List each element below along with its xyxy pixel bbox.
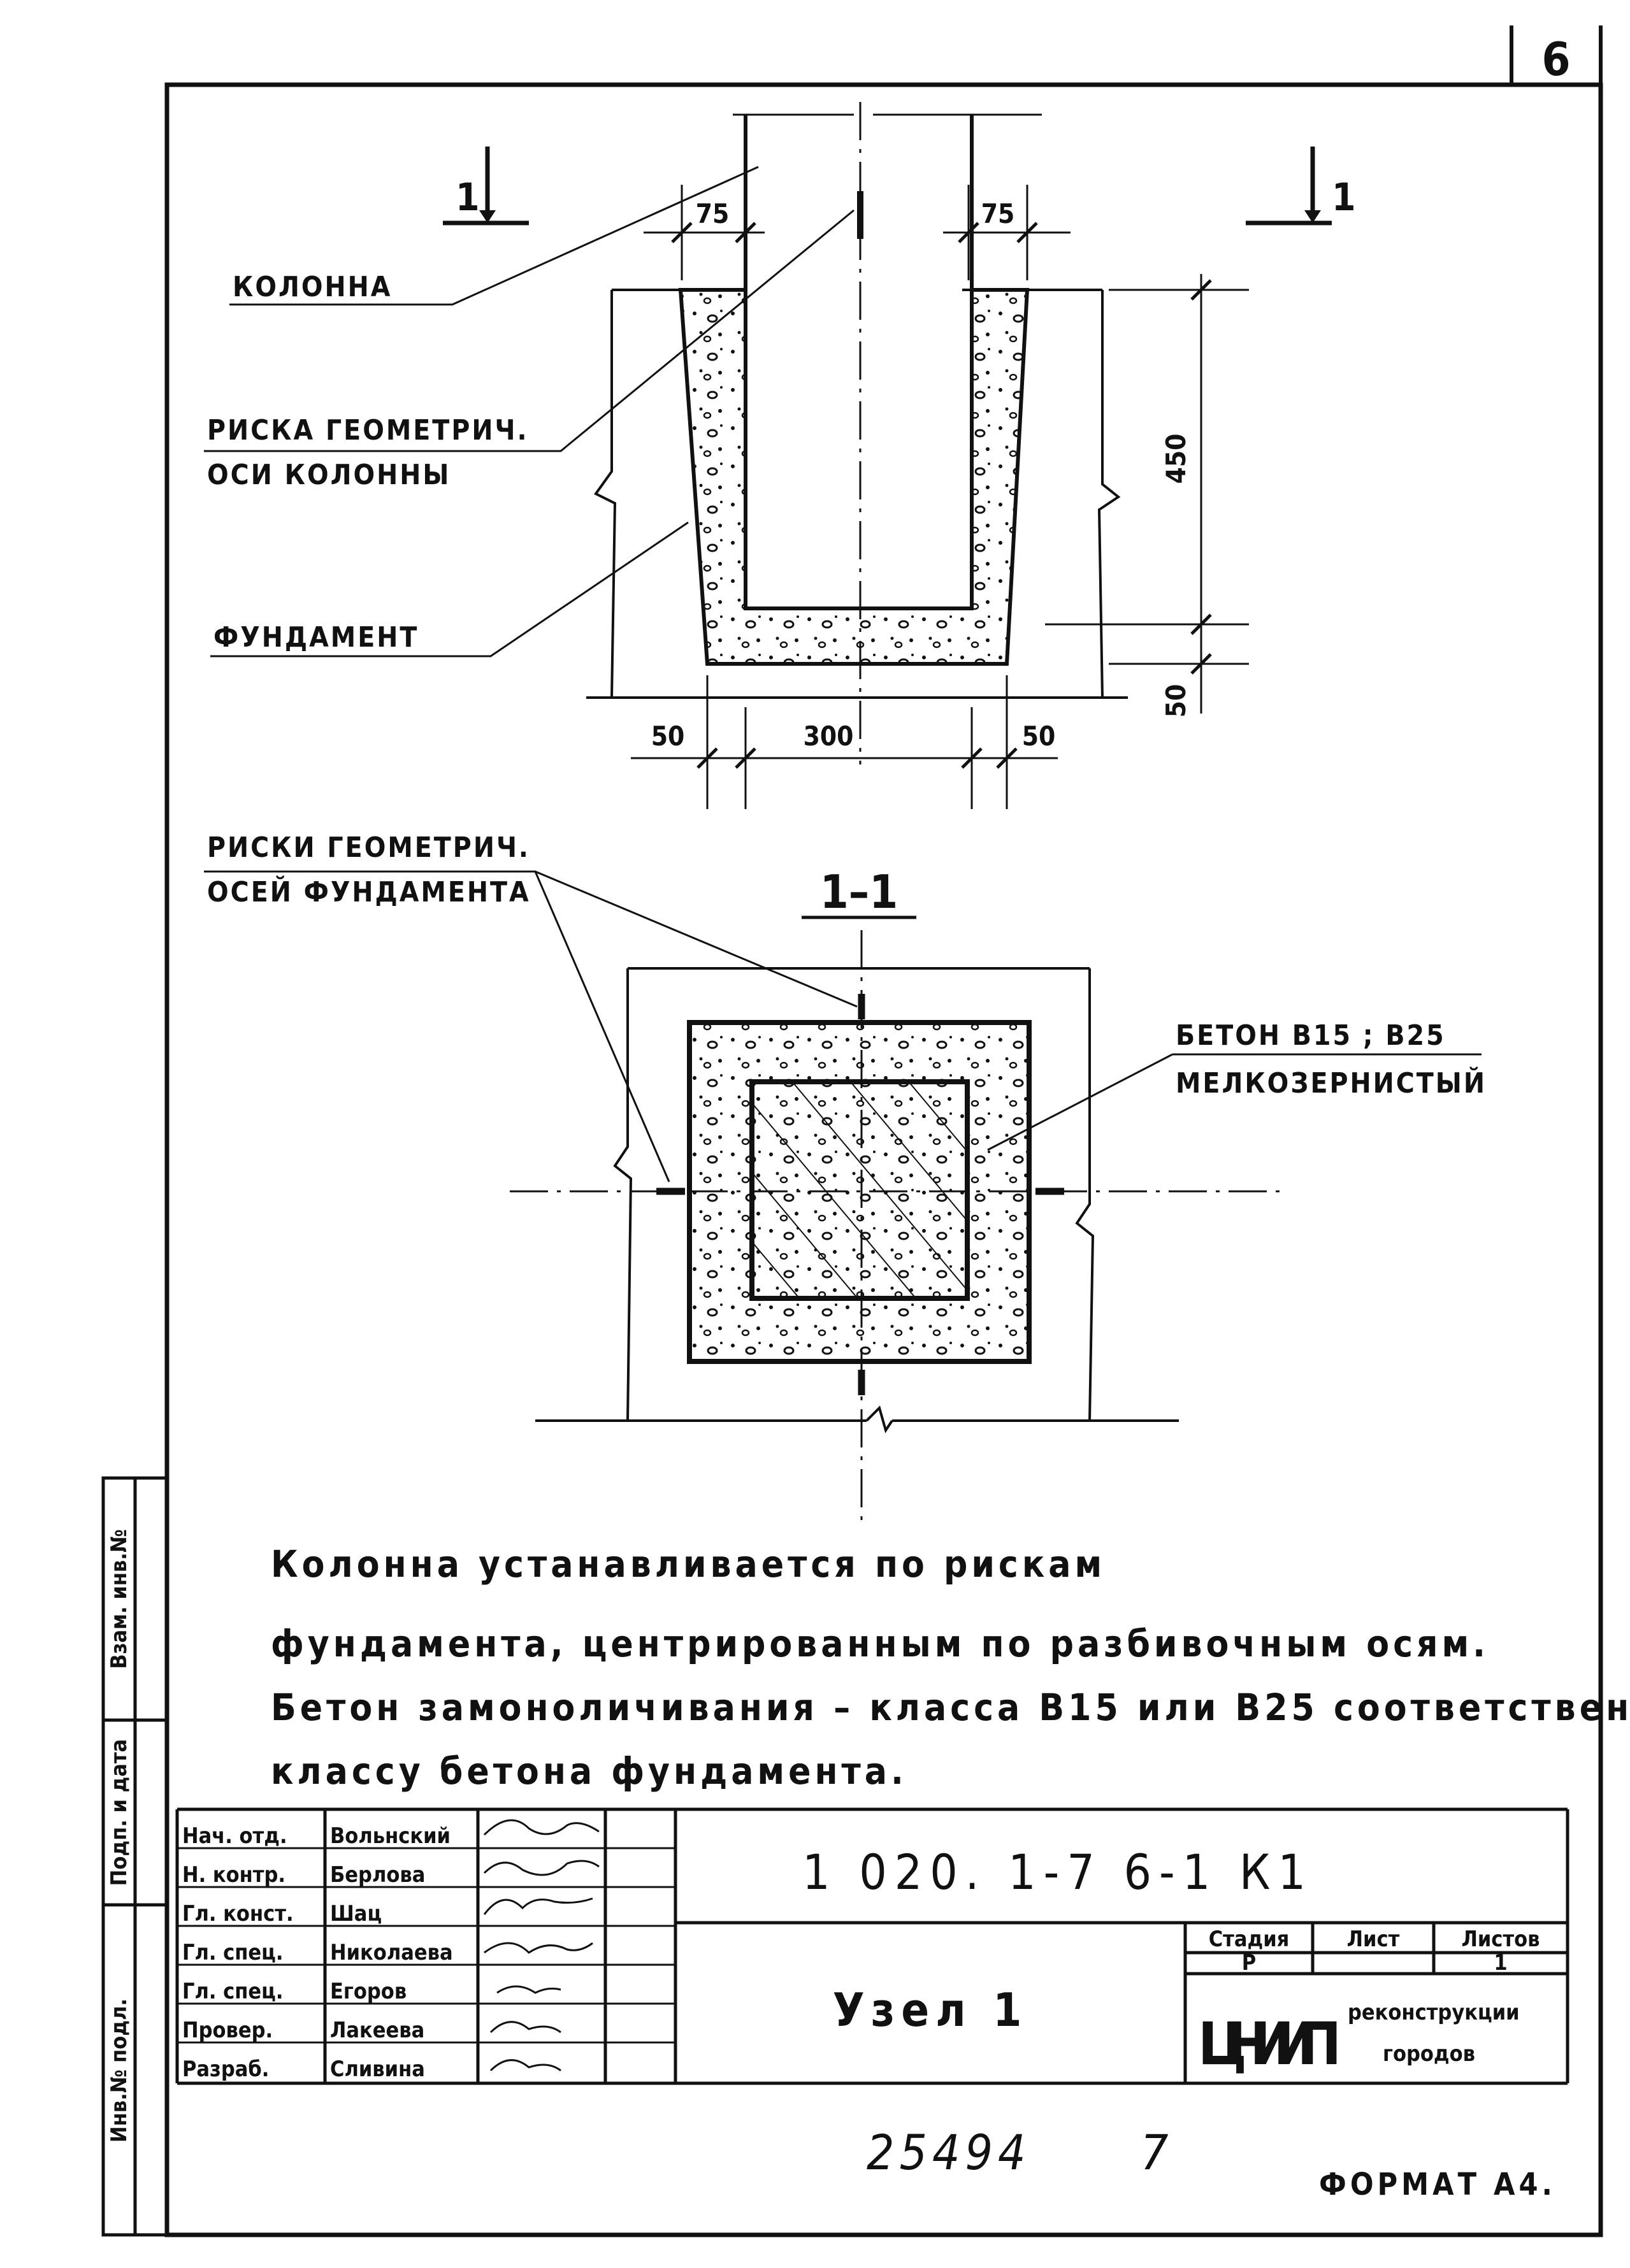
copy-number: 7	[1141, 2124, 1169, 2181]
note-line-4: классу бетона фундамента.	[271, 1749, 907, 1793]
vertical-dimensions	[1045, 274, 1249, 714]
dim-wall-right: 50	[1022, 721, 1056, 752]
callout-foundation-axes-2: ОСЕЙ ФУНДАМЕНТА	[207, 875, 531, 908]
dim-depth: 450	[1160, 434, 1192, 484]
staff-role: Нач. отд.	[182, 1823, 287, 1849]
side-stamp-col2: Подп. и дата	[106, 1739, 132, 1886]
staff-role: Гл. конст.	[182, 1901, 294, 1927]
note-line-2: фундамента, центрированным по разбивочны…	[271, 1622, 1489, 1665]
stage-value: Р	[1242, 1950, 1256, 1976]
org-line-1: реконструкции	[1348, 2000, 1520, 2025]
document-code: 1 020. 1-7 6-1 К1	[802, 1844, 1313, 1900]
staff-role: Н. контр.	[182, 1862, 285, 1888]
org-logo: ЦНИИП	[1198, 2010, 1341, 2078]
dim-column-width: 300	[804, 721, 854, 752]
sheets-label: Листов	[1461, 1927, 1540, 1952]
staff-role: Гл. спец.	[182, 1979, 283, 2004]
callout-column: КОЛОННА	[233, 271, 392, 303]
staff-role: Провер.	[182, 2018, 273, 2043]
section-marker-right: 1	[1246, 147, 1356, 226]
staff-name: Егоров	[330, 1979, 407, 2004]
staff-name: Лакеева	[330, 2018, 424, 2043]
section-title: 1–1	[820, 865, 898, 919]
foundation-axis-ticks	[656, 994, 1064, 1395]
sheet-title: Узел 1	[833, 1983, 1028, 2037]
sheet-corner-number: 6	[1541, 32, 1570, 86]
callout-concrete-2: МЕЛКОЗЕРНИСТЫЙ	[1176, 1066, 1487, 1100]
column-elevation	[733, 113, 1042, 610]
note-line-1: Колонна устанавливается по рискам	[271, 1542, 1106, 1586]
horizontal-dimensions	[631, 675, 1058, 809]
callout-foundation: ФУНДАМЕНТ	[213, 621, 419, 654]
staff-name: Николаева	[330, 1940, 453, 1965]
plan-leaders	[204, 870, 1482, 1182]
staff-name: Шац	[330, 1901, 382, 1927]
plan-foundation-outline	[535, 967, 1179, 1433]
staff-rows: Нач. отд. Вольнский Н. контр. Берлова Гл…	[182, 1823, 453, 2082]
gap-dimensions	[644, 185, 1071, 280]
notes-block: Колонна устанавливается по рискам фундам…	[271, 1542, 1630, 1793]
sheet-frame	[164, 25, 1603, 2237]
section-marker-left: 1	[443, 147, 529, 226]
stage-label: Стадия	[1209, 1927, 1290, 1952]
inventory-number: 25494	[867, 2124, 1030, 2181]
title-block-grid	[175, 1807, 1569, 2085]
dim-bottom: 50	[1160, 684, 1192, 718]
format-label: ФОРМАТ А4.	[1319, 2167, 1556, 2202]
side-stamp-col1: Инв.№ подл.	[106, 1999, 132, 2142]
dim-gap-right: 75	[981, 198, 1015, 229]
staff-name: Вольнский	[330, 1823, 451, 1849]
callout-concrete-1: БЕТОН В15 ; В25	[1176, 1019, 1446, 1052]
sheets-value: 1	[1494, 1950, 1507, 1976]
side-stamp	[101, 1476, 169, 2237]
note-line-3: Бетон замоноличивания – класса В15 или В…	[271, 1686, 1630, 1729]
staff-role: Разраб.	[182, 2056, 269, 2082]
sheet-label: Лист	[1347, 1927, 1400, 1952]
callout-foundation-axes-1: РИСКИ ГЕОМЕТРИЧ.	[207, 831, 530, 864]
side-stamp-col3: Взам. инв.№	[106, 1529, 132, 1669]
section-marker-right-label: 1	[1332, 175, 1356, 220]
callout-column-axis-1: РИСКА ГЕОМЕТРИЧ.	[207, 414, 528, 447]
dim-gap-left: 75	[696, 198, 730, 229]
plan-column	[749, 1079, 970, 1301]
elevation-leaders	[204, 166, 855, 657]
staff-role: Гл. спец.	[182, 1940, 283, 1965]
elevation-view: 1 1	[204, 102, 1356, 809]
staff-name: Берлова	[330, 1862, 425, 1888]
staff-name: Сливина	[330, 2056, 425, 2082]
callout-column-axis-2: ОСИ КОЛОННЫ	[207, 459, 451, 491]
section-marker-left-label: 1	[456, 175, 480, 220]
signatures	[483, 1819, 600, 2072]
dim-wall-left: 50	[651, 721, 685, 752]
plan-section: 1–1	[204, 831, 1487, 1529]
org-line-2: городов	[1383, 2041, 1475, 2067]
